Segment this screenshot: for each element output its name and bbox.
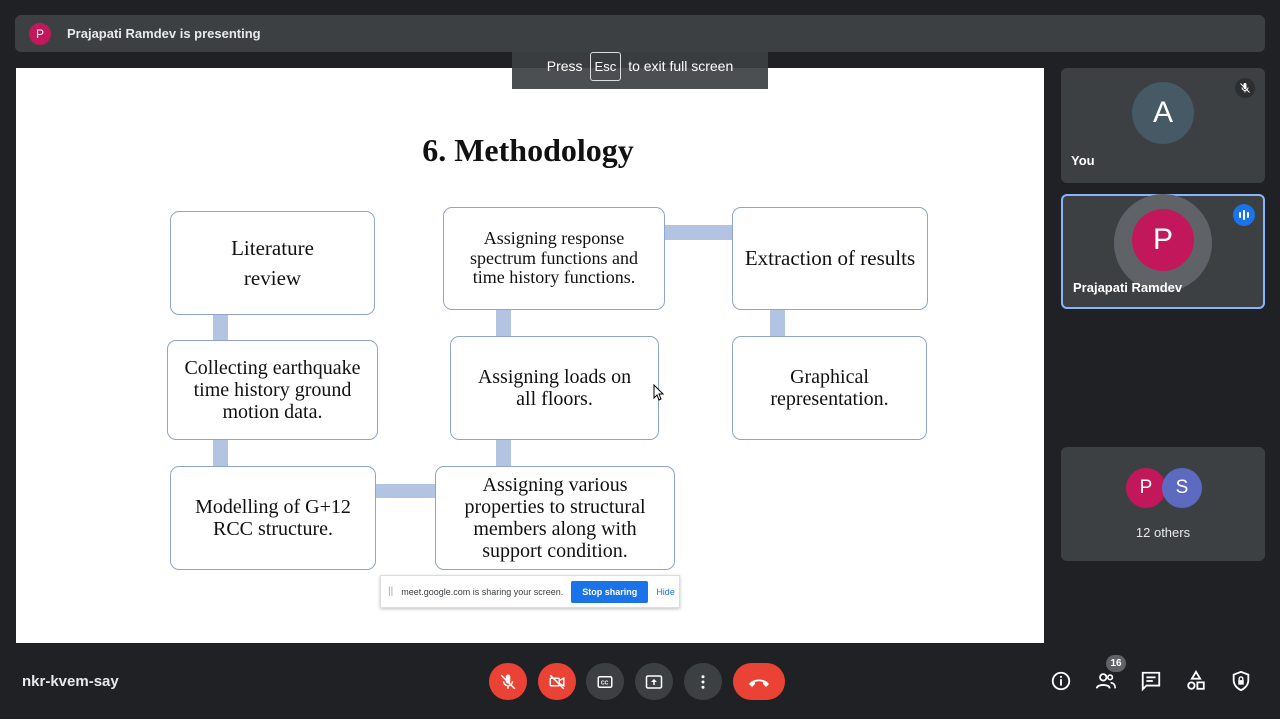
chat-button[interactable] [1138, 668, 1164, 694]
presenting-label: Prajapati Ramdev is presenting [67, 26, 261, 41]
connector [213, 315, 228, 342]
connector [496, 440, 511, 467]
camera-off-icon [549, 674, 565, 689]
presenter-avatar: P [29, 22, 51, 45]
box-extraction-results: Extraction of results [732, 207, 928, 310]
svg-text:CC: CC [601, 680, 609, 686]
info-icon [1051, 671, 1071, 691]
participant-name: Prajapati Ramdev [1073, 280, 1183, 295]
participant-tile-presenter[interactable]: P Prajapati Ramdev [1061, 194, 1265, 309]
camera-toggle-button[interactable] [538, 663, 576, 700]
people-icon [1095, 673, 1116, 689]
connector [496, 310, 511, 337]
speaking-indicator-icon [1233, 204, 1255, 226]
slide-title: 6. Methodology [422, 132, 634, 168]
avatar: A [1132, 82, 1194, 144]
chat-icon [1141, 671, 1161, 692]
present-icon [645, 674, 663, 689]
avatar: P [1132, 209, 1194, 271]
captions-button[interactable]: CC [586, 663, 624, 700]
avatar: S [1162, 468, 1202, 508]
mic-off-icon [500, 674, 516, 689]
participant-count-badge: 16 [1106, 655, 1126, 672]
more-icon [701, 674, 705, 689]
meeting-code: nkr-kvem-say [22, 673, 119, 690]
host-controls-icon [1232, 670, 1250, 692]
avatar: P [1126, 468, 1166, 508]
share-status-text: meet.google.com is sharing your screen. [401, 586, 564, 597]
connector [770, 310, 785, 337]
screen-share-bar: || meet.google.com is sharing your scree… [380, 575, 680, 608]
mouse-cursor-icon [653, 384, 665, 401]
esc-key: Esc [589, 51, 622, 81]
captions-icon: CC [597, 675, 613, 688]
meeting-details-button[interactable] [1048, 668, 1074, 694]
participant-name: You [1071, 153, 1095, 168]
connector [375, 484, 435, 498]
others-count-label: 12 others [1135, 525, 1191, 540]
activities-button[interactable] [1183, 668, 1209, 694]
participants-button[interactable] [1093, 668, 1119, 694]
leave-call-button[interactable] [733, 663, 785, 700]
hide-share-bar-link[interactable]: Hide [656, 586, 675, 597]
host-controls-button[interactable] [1228, 668, 1254, 694]
participant-tile-you[interactable]: A You [1061, 68, 1265, 183]
activities-icon [1187, 670, 1205, 690]
hangup-icon [749, 679, 769, 687]
mic-toggle-button[interactable] [489, 663, 527, 700]
others-tile[interactable]: P S 12 others [1061, 447, 1265, 561]
present-now-button[interactable] [635, 663, 673, 700]
mic-muted-icon [1235, 78, 1255, 98]
connector [665, 225, 732, 240]
drag-handle-icon[interactable]: || [388, 586, 394, 597]
fullscreen-hint: Press Esc to exit full screen [512, 43, 768, 89]
connector [213, 440, 228, 467]
stop-sharing-button[interactable]: Stop sharing [571, 580, 649, 603]
more-options-button[interactable] [684, 663, 722, 700]
